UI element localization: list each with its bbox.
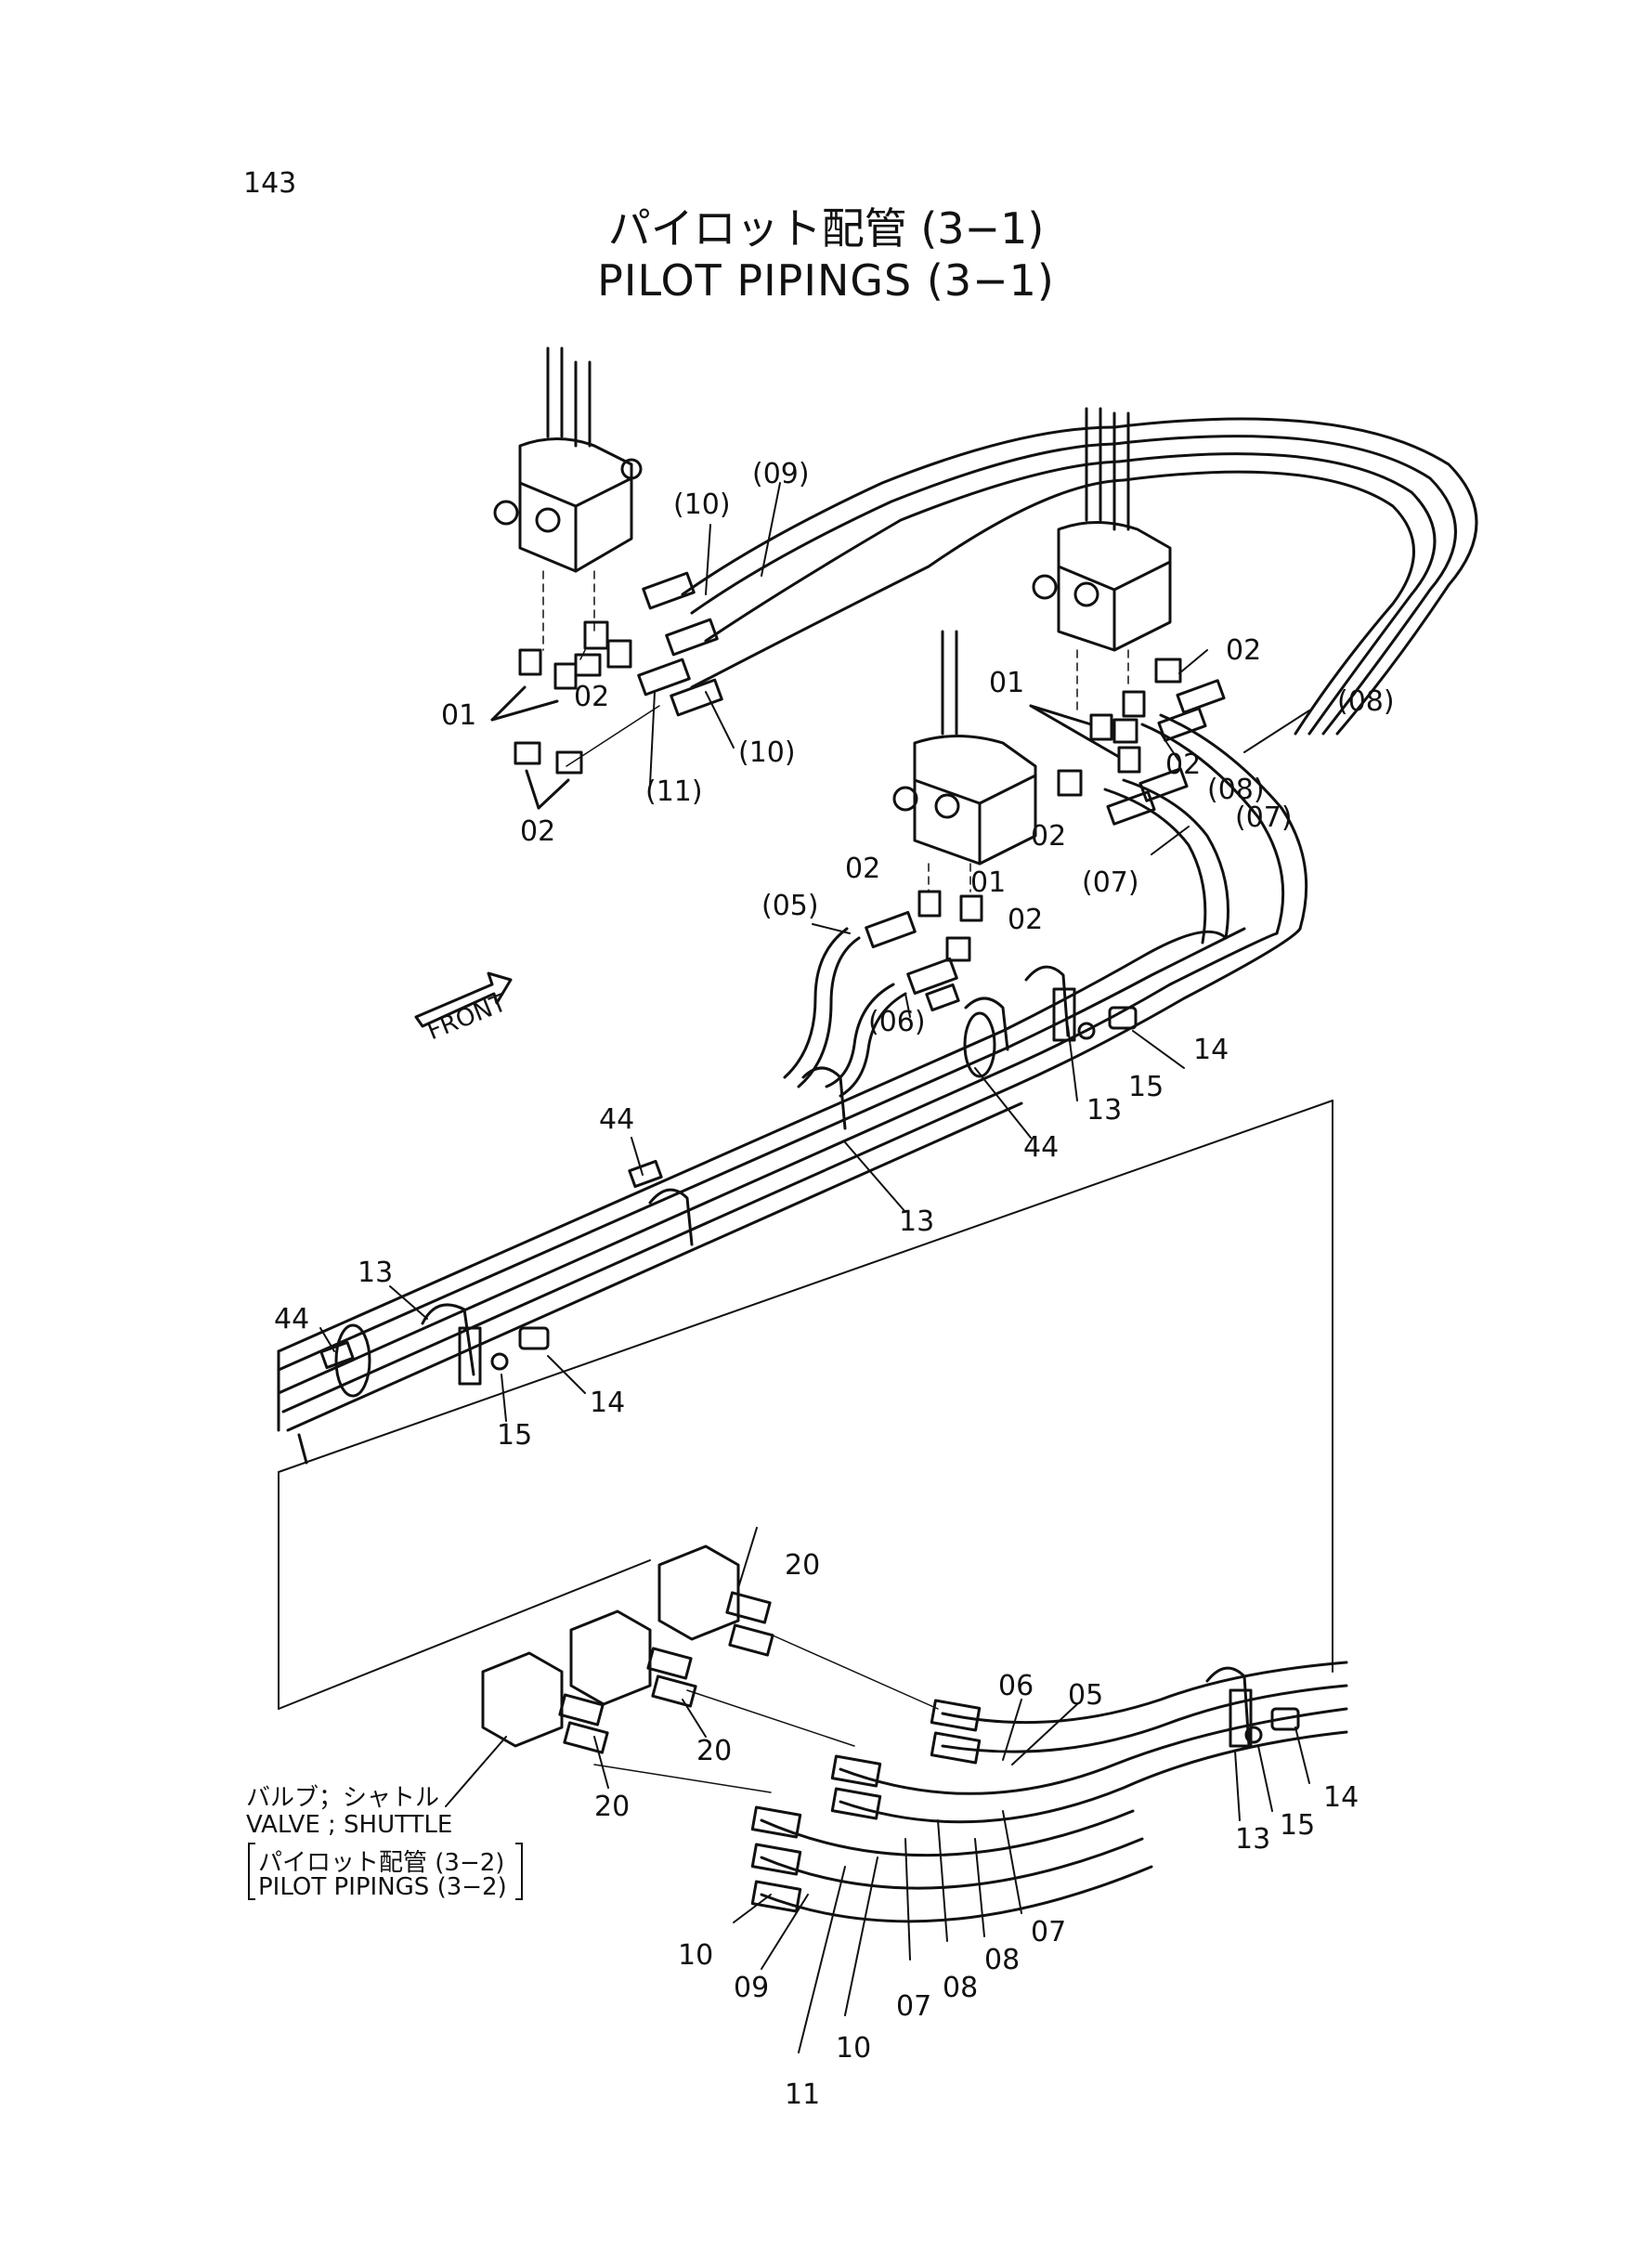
label-06-bottom: 06 <box>998 1670 1034 1702</box>
label-13-top: 13 <box>1086 1094 1122 1127</box>
leader-lines <box>319 482 1310 2053</box>
label-44-top: 44 <box>1023 1131 1059 1164</box>
middle-pilot-valve <box>865 630 1037 996</box>
title-japanese: パイロット配管 (3−1) <box>607 203 1045 254</box>
label-13-left: 13 <box>358 1257 393 1289</box>
label-10-mid: (10) <box>738 736 796 769</box>
label-13-mid: 13 <box>899 1205 934 1238</box>
bolts-washers <box>490 1006 1300 1744</box>
page-number: 143 <box>243 167 297 200</box>
clamps <box>334 965 1076 1398</box>
continuation-frame <box>278 1100 1333 1710</box>
label-07-bottom-b: 07 <box>896 1990 931 2023</box>
label-11-top: (11) <box>645 775 703 808</box>
left-fittings <box>490 571 723 810</box>
label-44-mid: 44 <box>599 1103 634 1136</box>
front-arrow-icon <box>414 971 513 1028</box>
label-02-right-c: 02 <box>1031 820 1066 853</box>
front-label: FRONT <box>423 989 511 1046</box>
reference-en-valve: VALVE ; SHUTTLE <box>246 1811 453 1839</box>
label-09-bottom: 09 <box>734 1972 769 2004</box>
label-05-top: (05) <box>761 890 819 922</box>
clip-44 <box>319 983 960 1370</box>
label-02-right-a: 02 <box>1226 634 1261 667</box>
reference-en-piping: PILOT PIPINGS (3−2) <box>258 1873 507 1901</box>
label-08-bottom-a: 08 <box>984 1944 1020 1976</box>
shuttle-valves <box>481 1544 939 1793</box>
label-01-center: 01 <box>970 866 1006 899</box>
label-05-bottom: 05 <box>1068 1679 1103 1712</box>
label-07-mid: (07) <box>1082 866 1139 899</box>
label-02-left-a: 02 <box>574 681 609 713</box>
label-10-bottom-a: 10 <box>836 2032 871 2065</box>
label-08-bottom-b: 08 <box>943 1972 978 2004</box>
label-11-bottom: 11 <box>785 2078 820 2111</box>
title-english: PILOT PIPINGS (3−1) <box>597 255 1055 306</box>
label-07-right: (07) <box>1235 801 1293 834</box>
label-06-top: (06) <box>868 1006 926 1038</box>
label-10-top: (10) <box>673 489 731 521</box>
label-20-a: 20 <box>785 1549 820 1582</box>
label-09-top: (09) <box>752 458 810 490</box>
label-02-left-b: 02 <box>520 815 555 848</box>
label-07-bottom-a: 07 <box>1031 1916 1066 1948</box>
hose-bundle-upper <box>681 417 1478 945</box>
right-pilot-valve <box>1029 407 1226 826</box>
label-14-top: 14 <box>1193 1034 1229 1066</box>
label-20-b: 20 <box>696 1735 732 1767</box>
label-08-right: (08) <box>1337 685 1395 718</box>
label-10-bottom-b: 10 <box>678 1939 713 1972</box>
label-44-left: 44 <box>274 1303 309 1335</box>
hose-ends-lower <box>750 1661 1348 1923</box>
label-14-bottom: 14 <box>1323 1781 1359 1814</box>
label-20-c: 20 <box>594 1791 630 1823</box>
label-01-right: 01 <box>989 667 1024 699</box>
hose-bundle-lower <box>277 927 1302 1465</box>
label-02-center-b: 02 <box>1008 904 1043 936</box>
reference-jp-valve: バルブ；シャトル <box>246 1784 440 1812</box>
left-pilot-valve <box>493 346 643 651</box>
label-13-bottom: 13 <box>1235 1823 1270 1856</box>
label-14-left: 14 <box>590 1387 625 1419</box>
label-02-right-b: 02 <box>1165 749 1201 781</box>
label-15-left: 15 <box>497 1419 532 1452</box>
label-15-bottom: 15 <box>1280 1809 1315 1842</box>
label-02-center: 02 <box>845 853 880 885</box>
reference-brackets <box>248 1843 523 1900</box>
label-15-top: 15 <box>1128 1071 1164 1103</box>
reference-jp-piping: パイロット配管 (3−2) <box>258 1849 505 1877</box>
label-01-left: 01 <box>441 699 476 732</box>
label-08-mid: (08) <box>1207 774 1265 806</box>
